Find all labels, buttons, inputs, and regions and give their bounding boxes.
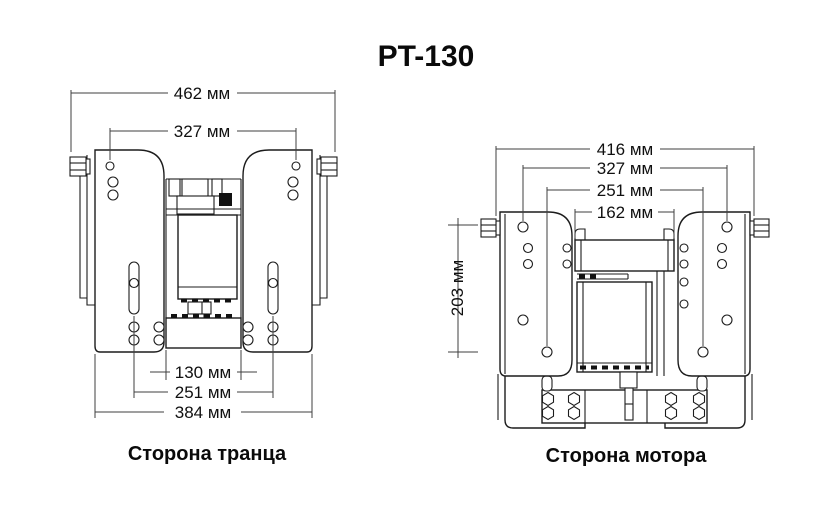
cylinder-body [576, 281, 653, 373]
dim-height: 203 мм [448, 218, 478, 358]
right-spacer-tab [696, 375, 708, 392]
dim-upper-holes-width: 327 мм [109, 122, 297, 160]
transom-right-bolt [316, 156, 338, 177]
transom-right-plate [242, 149, 313, 353]
dim-slot-spacing: 251 мм [133, 316, 274, 402]
dim-251-label: 251 мм [175, 383, 231, 402]
motor-actuator-assembly [574, 228, 675, 421]
dim-462-label: 462 мм [174, 84, 230, 103]
dim-motor-lower-holes: 251 мм [546, 181, 704, 346]
dim-416-label: 416 мм [597, 140, 653, 159]
transom-actuator-assembly [165, 178, 242, 349]
motor-view-caption: Сторона мотора [546, 445, 708, 467]
motor-right-plate [677, 211, 751, 377]
motor-dimensions: 416 мм 327 мм 251 мм 162 мм 203 [448, 140, 755, 358]
motor-left-lower-bracket [497, 373, 586, 429]
hex-bolts [541, 391, 706, 421]
motor-left-plate [499, 211, 573, 377]
dim-130-label: 130 мм [175, 363, 231, 382]
transom-view-caption: Сторона транца [128, 443, 287, 465]
dim-251r-label: 251 мм [597, 181, 653, 200]
transom-left-plate [94, 149, 165, 353]
actuator-motor-block [219, 193, 232, 206]
dim-bar-width: 162 мм [574, 203, 675, 238]
page-title: PT-130 [378, 40, 475, 73]
transom-right-rear-bracket [312, 155, 328, 306]
motor-right-lower-bracket [664, 373, 753, 429]
motor-view [480, 211, 770, 429]
motor-right-bolt [749, 218, 770, 238]
dim-foot-width: 130 мм [150, 350, 257, 382]
dim-motor-overall-width: 416 мм [495, 140, 755, 216]
dim-203-label: 203 мм [448, 260, 467, 316]
cross-bar [574, 239, 675, 272]
actuator-cylinder [177, 214, 238, 300]
stem-block [619, 371, 638, 389]
transom-left-rear-bracket [79, 155, 95, 306]
dim-motor-upper-holes: 327 мм [522, 159, 728, 221]
transom-dimensions: 462 мм 327 мм 130 мм 251 мм [70, 84, 336, 422]
left-spacer-tab [541, 375, 553, 392]
dim-327r-label: 327 мм [597, 159, 653, 178]
dim-plate-width: 384 мм [94, 354, 313, 422]
transom-view [69, 149, 338, 353]
dim-162-label: 162 мм [597, 203, 653, 222]
dim-overall-width: 462 мм [70, 84, 336, 152]
motor-left-bolt [480, 218, 501, 238]
transom-left-bolt [69, 156, 91, 177]
actuator-foot [165, 317, 242, 349]
dim-384-label: 384 мм [175, 403, 231, 422]
dim-327-label: 327 мм [174, 122, 230, 141]
